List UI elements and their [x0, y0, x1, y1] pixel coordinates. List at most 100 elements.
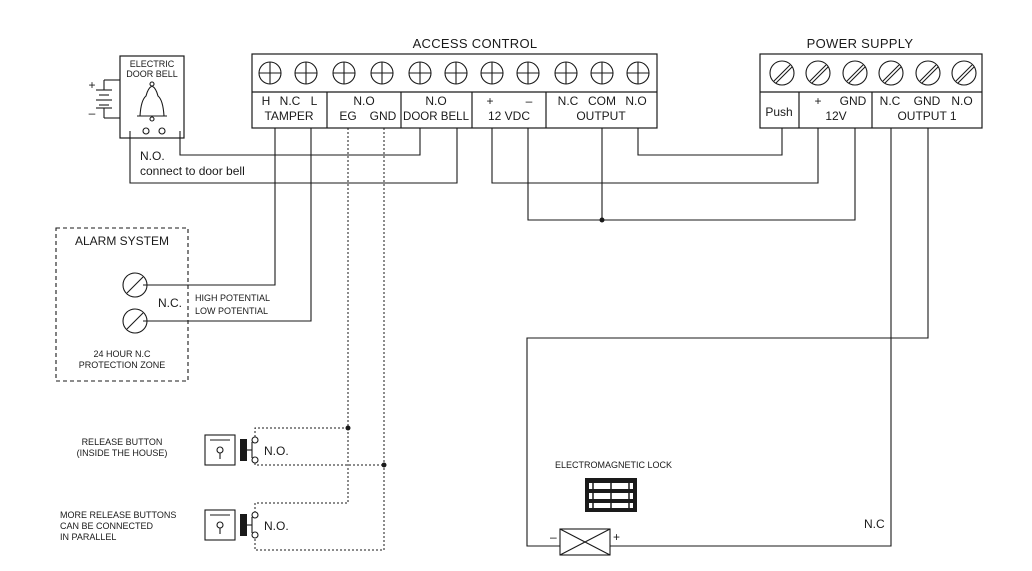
high-potential-label: HIGH POTENTIAL: [195, 293, 270, 303]
wire-12v-gnd: [527, 128, 856, 221]
wire-eg-gnd: [254, 128, 385, 551]
release-button-1-line-1: RELEASE BUTTON: [82, 437, 163, 447]
tamper-h-label: H: [262, 94, 271, 108]
magnetic-lock-icon: [585, 478, 637, 512]
ps-gnd2-label: GND: [914, 94, 941, 108]
alarm-system-box: [55, 227, 189, 382]
output-label: OUTPUT: [576, 109, 626, 123]
output-nc-label: N.C: [558, 94, 579, 108]
tamper-nc-label: N.C: [280, 94, 301, 108]
alarm-zone-line-2: PROTECTION ZONE: [79, 360, 166, 370]
terminal-screw-slot-icon: [878, 60, 904, 86]
release-button-2-line-1: MORE RELEASE BUTTONS: [60, 510, 176, 520]
output-no-label: N.O: [625, 94, 646, 108]
lock-title: ELECTROMAGNETIC LOCK: [555, 460, 672, 470]
terminal-screw-slot-icon: [842, 60, 868, 86]
wire-lock-minus: [526, 128, 929, 547]
wire-doorbell-return: [129, 128, 458, 184]
bell-terminal-right: [158, 127, 166, 135]
wire-gnd-button-1: [254, 463, 384, 466]
release-button-2-line-2: CAN BE CONNECTED: [60, 521, 154, 531]
doorbell-label: DOOR BELL: [403, 109, 469, 123]
low-potential-label: LOW POTENTIAL: [195, 306, 268, 316]
power-supply-title: POWER SUPPLY: [807, 36, 914, 51]
tamper-label: TAMPER: [264, 109, 313, 123]
release-button-1-no-label: N.O.: [264, 444, 289, 458]
bell-icon: [137, 81, 167, 122]
lock-minus-label: –: [550, 530, 557, 544]
bell-terminal-left: [142, 127, 150, 135]
door-bell-title-1: ELECTRIC: [130, 59, 175, 69]
wire-no-push: [637, 128, 783, 156]
wire-lock-plus: [610, 128, 892, 547]
door-bell-no-label: N.O.: [140, 149, 165, 163]
terminal-screw-slot-icon: [769, 60, 795, 86]
battery-plus-label: +: [88, 78, 95, 92]
terminal-screw-cross-icon: [408, 61, 432, 85]
wire-doorbell-no: [179, 128, 421, 156]
vdc-minus-label: –: [526, 94, 533, 108]
door-bell-title-2: DOOR BELL: [126, 69, 178, 79]
wires: [129, 128, 929, 551]
eg-gnd-label: GND: [370, 109, 397, 123]
alarm-system-unit: ALARM SYSTEM N.C. HIGH POTENTIAL LOW POT…: [55, 227, 270, 382]
wire-eg: [254, 128, 349, 512]
power-supply-terminals: [769, 60, 977, 86]
terminal-screw-cross-icon: [626, 61, 650, 85]
power-supply-unit: POWER SUPPLY Push + GND 12V N.C GND N.O …: [759, 36, 983, 129]
terminal-screw-slot-icon: [915, 60, 941, 86]
wire-eg-button-1: [254, 427, 348, 437]
power-supply-box: [759, 53, 983, 129]
eg-no-label: N.O: [353, 94, 374, 108]
push-label: Push: [765, 105, 792, 119]
release-button-2-no-label: N.O.: [264, 519, 289, 533]
terminal-screw-cross-icon: [554, 61, 578, 85]
push-button-icon: [204, 434, 259, 466]
terminal-screw-cross-icon: [370, 61, 394, 85]
ps-plus-label: +: [814, 94, 821, 108]
vdc-plus-label: +: [486, 94, 493, 108]
alarm-nc-label: N.C.: [158, 296, 182, 310]
lock-nc-label: N.C: [864, 517, 885, 531]
eg-label: EG: [339, 109, 356, 123]
lock-coil-symbol: [559, 528, 611, 556]
doorbell-no-label: N.O: [425, 94, 446, 108]
terminal-screw-slot-icon: [951, 60, 977, 86]
access-control-box: [251, 53, 658, 129]
terminal-screw-cross-icon: [294, 61, 318, 85]
ps-12v-label: 12V: [825, 109, 846, 123]
terminal-screw-slot-icon: [805, 60, 831, 86]
release-button-1: RELEASE BUTTON (INSIDE THE HOUSE) N.O.: [77, 434, 289, 466]
terminal-screw-cross-icon: [516, 61, 540, 85]
door-bell-box: [119, 55, 185, 139]
terminal-screw-cross-icon: [444, 61, 468, 85]
wire-tamper-low: [143, 128, 312, 322]
access-control-unit: ACCESS CONTROL H N.C L TAMPER N.O EG GND…: [251, 36, 658, 129]
door-bell-unit: ELECTRIC DOOR BELL + – N.O. connect to d…: [88, 55, 245, 178]
electromagnetic-lock-unit: ELECTROMAGNETIC LOCK – + N.C: [550, 460, 885, 556]
terminal-screw-cross-icon: [332, 61, 356, 85]
battery-icon: [96, 79, 120, 119]
release-button-2-line-3: IN PARALLEL: [60, 532, 116, 542]
output1-label: OUTPUT 1: [897, 109, 956, 123]
access-control-title: ACCESS CONTROL: [413, 36, 538, 51]
tamper-l-label: L: [311, 94, 318, 108]
terminal-screw-cross-icon: [590, 61, 614, 85]
alarm-zone-line-1: 24 HOUR N.C: [93, 349, 151, 359]
battery-minus-label: –: [89, 106, 96, 120]
alarm-system-title: ALARM SYSTEM: [75, 234, 169, 248]
lock-plus-label: +: [613, 530, 620, 544]
wire-tamper-high: [143, 128, 276, 286]
push-button-icon: [204, 509, 259, 541]
release-button-1-line-2: (INSIDE THE HOUSE): [77, 448, 168, 458]
release-button-2: MORE RELEASE BUTTONS CAN BE CONNECTED IN…: [60, 509, 289, 542]
vdc-label: 12 VDC: [488, 109, 530, 123]
output-com-label: COM: [588, 94, 616, 108]
wire-12v-plus: [491, 128, 819, 184]
terminal-screw-cross-icon: [480, 61, 504, 85]
terminal-screw-cross-icon: [258, 61, 282, 85]
ps-gnd-label: GND: [840, 94, 867, 108]
access-control-terminals: [258, 61, 650, 85]
ps-nc-label: N.C: [880, 94, 901, 108]
